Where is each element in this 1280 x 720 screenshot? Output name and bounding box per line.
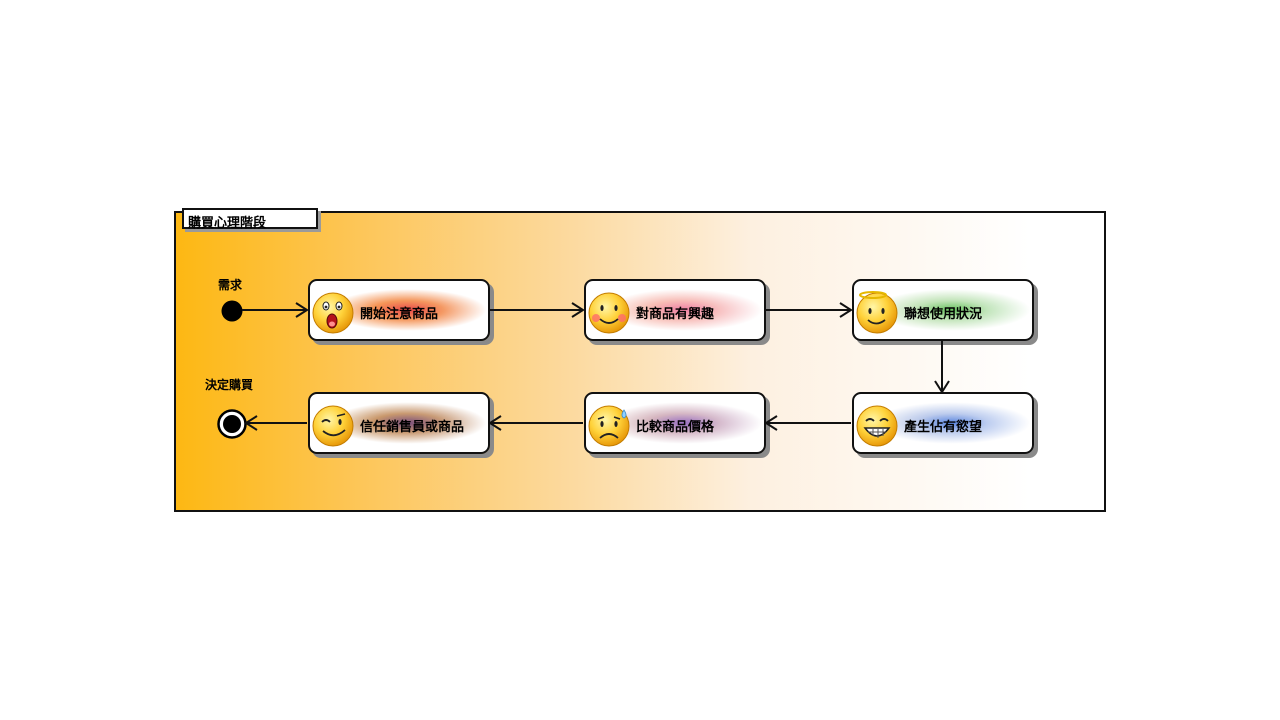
state-label: 產生佔有慾望	[904, 420, 983, 435]
arrowhead-icon	[295, 302, 309, 318]
state-s1: 開始注意商品	[308, 279, 490, 341]
winking-face-icon	[310, 402, 356, 448]
arrowhead-icon	[934, 380, 950, 394]
start-label: 需求	[218, 278, 243, 292]
state-s4: 產生佔有慾望	[852, 392, 1034, 454]
state-label: 開始注意商品	[360, 307, 439, 322]
sad-sweat-face-icon	[586, 402, 632, 448]
arrowhead-icon	[244, 415, 258, 431]
grinning-braces-face-icon	[854, 402, 900, 448]
end-label: 決定購買	[205, 378, 254, 392]
state-s3: 聯想使用狀況	[852, 279, 1034, 341]
arrowhead-icon	[764, 415, 778, 431]
frame-title: 購買心理階段	[188, 216, 267, 231]
angel-halo-face-icon	[854, 289, 900, 335]
state-label: 信任銷售員或商品	[360, 420, 465, 435]
surprised-face-icon	[310, 289, 356, 335]
blushing-smile-face-icon	[586, 289, 632, 335]
state-label: 聯想使用狀況	[904, 307, 983, 322]
state-s2: 對商品有興趣	[584, 279, 766, 341]
initial-node	[221, 300, 243, 322]
arrowhead-icon	[488, 415, 502, 431]
final-node	[217, 409, 247, 439]
composite-state-frame	[174, 211, 1106, 512]
state-label: 對商品有興趣	[636, 307, 715, 322]
state-s5: 比較商品價格	[584, 392, 766, 454]
frame-title-tab: 購買心理階段	[182, 208, 318, 231]
state-s6: 信任銷售員或商品	[308, 392, 490, 454]
state-label: 比較商品價格	[636, 420, 715, 435]
arrowhead-icon	[571, 302, 585, 318]
arrowhead-icon	[839, 302, 853, 318]
